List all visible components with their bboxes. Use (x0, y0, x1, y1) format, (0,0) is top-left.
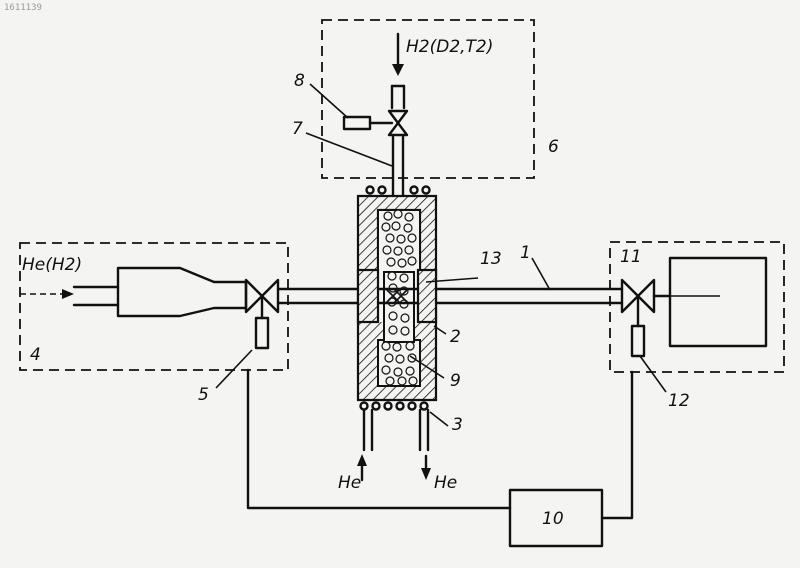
he-out-arrowhead (421, 468, 431, 480)
coil-bottom (361, 403, 428, 410)
coil-top (367, 187, 430, 194)
label-gas-left: He(H2) (22, 255, 82, 275)
top-valve-upper (389, 111, 407, 123)
left-reservoir (118, 268, 246, 316)
label-13: 13 (480, 249, 502, 269)
actuator-12 (632, 326, 644, 356)
label-2: 2 (450, 327, 461, 347)
wire-right (602, 372, 632, 518)
corner-stamp: 1611139 (4, 3, 42, 13)
label-8: 8 (294, 71, 305, 91)
label-6: 6 (548, 137, 559, 157)
label-12: 12 (668, 391, 690, 411)
analyzer-11 (670, 258, 766, 346)
label-10: 10 (542, 509, 564, 529)
he-in-arrowhead (357, 454, 367, 466)
left-valve-a (246, 280, 262, 312)
label-3: 3 (452, 415, 463, 435)
leader-12 (640, 356, 666, 392)
label-7: 7 (292, 119, 303, 139)
right-valve-a (622, 280, 638, 312)
actuator-8 (344, 117, 370, 129)
right-valve-b (638, 280, 654, 312)
leader-8 (310, 84, 348, 118)
label-9: 9 (450, 371, 461, 391)
left-inlet-arrowhead (62, 289, 74, 299)
left-valve-b (262, 280, 278, 312)
actuator-5 (256, 318, 268, 348)
leader-3 (430, 412, 448, 426)
cell-side-r (418, 270, 436, 322)
leader-5 (216, 350, 252, 388)
label-he-out: He (434, 473, 457, 493)
top-inlet-arrowhead (392, 64, 404, 76)
top-valve-lower (389, 123, 407, 135)
label-5: 5 (198, 385, 209, 405)
label-11: 11 (620, 247, 642, 267)
label-he-in: He (338, 473, 361, 493)
cell-side-l (358, 270, 378, 322)
label-1: 1 (520, 243, 531, 263)
leader-1 (532, 258, 550, 290)
label-gas-top: H2(D2,T2) (406, 37, 493, 57)
leader-7 (306, 133, 392, 166)
label-4: 4 (30, 345, 41, 365)
